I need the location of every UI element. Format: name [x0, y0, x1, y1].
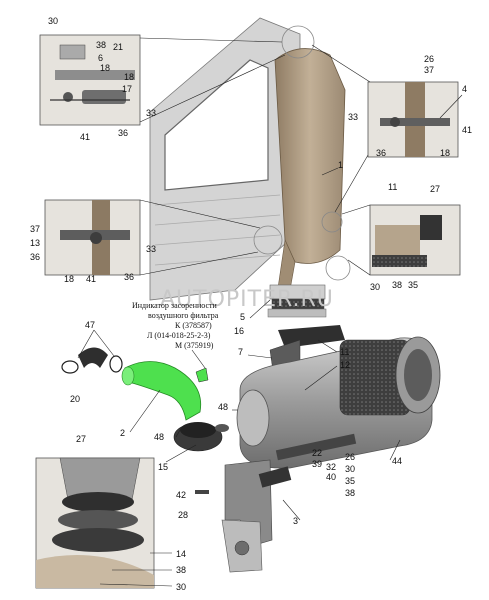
- callout-17: 17: [122, 84, 132, 94]
- note-line-5: М (375919): [175, 341, 214, 350]
- callout-18-ml: 18: [64, 274, 74, 284]
- inset-middle-left: [44, 199, 141, 276]
- callout-33-mid: 33: [146, 244, 156, 254]
- callout-1: 1: [338, 160, 343, 170]
- inset-top-left: [39, 34, 141, 126]
- callout-27-mr: 27: [430, 184, 440, 194]
- callout-36-tr: 36: [376, 148, 386, 158]
- callout-41-ml: 41: [86, 274, 96, 284]
- callout-36-tl: 36: [118, 128, 128, 138]
- detail-marker-lower: [325, 255, 351, 281]
- callout-32: 32: [326, 462, 336, 472]
- air-filter-housing: [236, 336, 441, 469]
- callout-25: 26: [345, 452, 355, 462]
- callout-6: 6: [98, 53, 103, 63]
- callout-36-ml2: 36: [124, 272, 134, 282]
- callout-14: 14: [176, 549, 186, 559]
- note-line-4: Л (014-018-25-2-3): [147, 331, 211, 340]
- rubber-elbow: [173, 422, 229, 452]
- filter-mount-bracket: [221, 459, 292, 573]
- callout-47: 47: [85, 320, 95, 330]
- callout-38-bl: 38: [176, 565, 186, 575]
- callout-18-tr: 18: [440, 148, 450, 158]
- inset-middle-right: [369, 204, 461, 276]
- note-line-2: воздушного фильтра: [148, 311, 219, 320]
- inset-bottom-left: [35, 457, 155, 589]
- detail-marker-left: [253, 225, 283, 255]
- cab-wall: [149, 17, 301, 301]
- air-intake-duct: [267, 48, 346, 318]
- clamp-ring-right: [109, 355, 123, 373]
- callout-30-tl: 30: [48, 16, 58, 26]
- bolt-42: [195, 490, 209, 494]
- callout-20: 20: [70, 394, 80, 404]
- callout-37-ml: 37: [30, 224, 40, 234]
- callout-21: 21: [113, 42, 123, 52]
- callout-33-tr: 33: [348, 112, 358, 122]
- cab-window: [164, 59, 269, 191]
- clamp-ring-left: [61, 360, 79, 374]
- callout-15: 15: [158, 462, 168, 472]
- callout-2: 2: [120, 428, 125, 438]
- small-hose: [61, 347, 123, 374]
- restriction-indicator: [195, 367, 209, 383]
- callout-38-tl: 38: [96, 40, 106, 50]
- callout-39: 39: [312, 459, 322, 469]
- callout-22: 22: [312, 448, 322, 458]
- callout-38-mr: 38: [392, 280, 402, 290]
- callout-12: 12: [340, 360, 350, 370]
- callout-26: 26: [424, 54, 434, 64]
- callout-16: 16: [234, 326, 244, 336]
- callout-5: 5: [240, 312, 245, 322]
- inset-top-right: [367, 81, 459, 158]
- callout-33-tl: 33: [146, 108, 156, 118]
- leader-lines: [77, 94, 463, 521]
- green-intake-hose: [121, 361, 202, 421]
- callout-13: 13: [30, 238, 40, 248]
- callout-11-main: 11: [340, 347, 349, 357]
- indicator-note: Индикатор засоренности воздушного фильтр…: [132, 301, 219, 369]
- callout-28: 28: [178, 510, 188, 520]
- callout-18-tl2: 18: [124, 72, 134, 82]
- callout-11-mr: 11: [388, 182, 397, 192]
- note-line-1: Индикатор засоренности: [132, 301, 218, 310]
- callout-3: 3: [293, 516, 298, 526]
- callout-48-right: 48: [218, 402, 228, 412]
- watermark: AUTOPITER.RU: [160, 287, 334, 312]
- callout-44: 44: [392, 456, 402, 466]
- callout-36-ml: 36: [30, 252, 40, 262]
- inset-connector-lines: [139, 37, 371, 276]
- callout-7: 7: [238, 347, 243, 357]
- filter-inlet-end: [236, 389, 270, 447]
- callout-30-main: 30: [345, 464, 355, 474]
- note-line-3: К (378587): [175, 321, 212, 330]
- callout-48-left: 48: [154, 432, 164, 442]
- callout-30-mr: 30: [370, 282, 380, 292]
- callout-4: 4: [462, 84, 467, 94]
- callout-42: 42: [176, 490, 186, 500]
- callout-41-tl: 41: [80, 132, 90, 142]
- detail-marker-right: [321, 211, 343, 233]
- callout-41-tr: 41: [462, 125, 472, 135]
- callout-38-main: 38: [345, 488, 355, 498]
- callout-35-mr: 35: [408, 280, 418, 290]
- callout-35-main: 35: [345, 476, 355, 486]
- callout-30-bl: 30: [176, 582, 186, 592]
- callout-18-tl: 18: [100, 63, 110, 73]
- callout-40: 40: [326, 472, 336, 482]
- callout-27-bl: 27: [76, 434, 86, 444]
- callout-37-tr: 37: [424, 65, 434, 75]
